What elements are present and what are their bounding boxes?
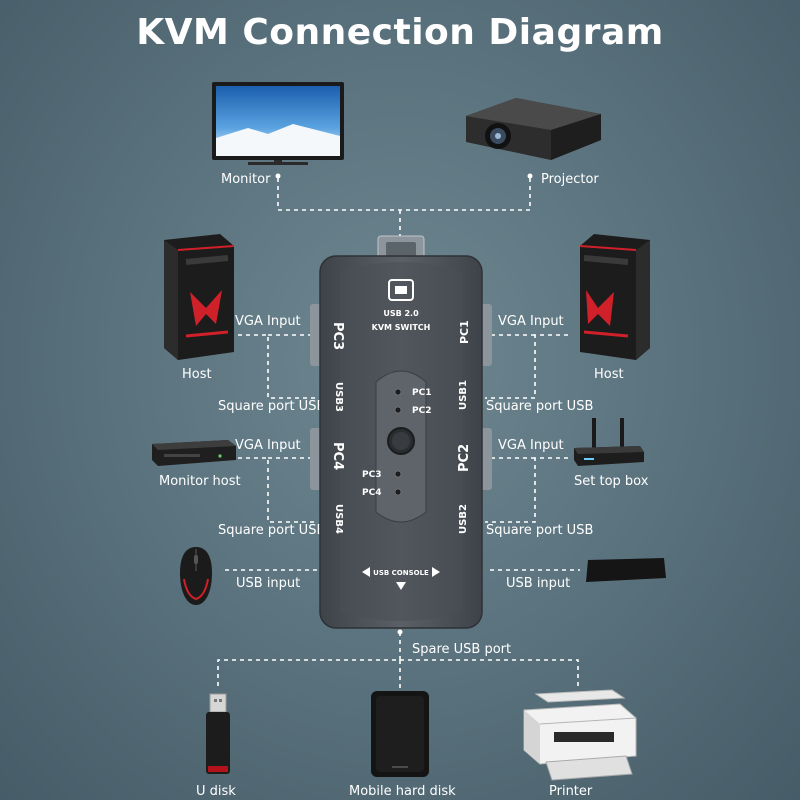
monitor-host-label: Monitor host bbox=[159, 474, 241, 489]
usb-console-label: USB CONSOLE bbox=[373, 569, 429, 577]
side-pc1-label: PC1 bbox=[458, 320, 471, 344]
set-top-box-label: Set top box bbox=[574, 474, 649, 489]
vga-input-label: VGA Input bbox=[498, 314, 564, 329]
usb2-label: USB2 bbox=[458, 504, 469, 534]
usb4-label: USB4 bbox=[333, 504, 344, 534]
host-right-label: Host bbox=[594, 367, 624, 382]
mobile-hard-disk-label: Mobile hard disk bbox=[349, 784, 456, 799]
side-pc2-label: PC2 bbox=[457, 444, 472, 472]
u-disk-icon bbox=[206, 693, 230, 774]
wire-udisk bbox=[217, 632, 401, 690]
wire-monitor-projector bbox=[277, 178, 531, 211]
vga-input-label: VGA Input bbox=[235, 314, 301, 329]
u-disk-label: U disk bbox=[196, 784, 236, 799]
wire-left-host bbox=[238, 334, 318, 399]
wire-printer bbox=[400, 659, 579, 690]
kvm-switch: USB 2.0 KVM SWITCH PC1 PC2 PC3 PC4 USB C… bbox=[310, 235, 492, 629]
usb-input-left-label: USB input bbox=[236, 576, 301, 591]
projector-label: Projector bbox=[541, 172, 599, 187]
printer-icon bbox=[523, 689, 637, 781]
keyboard-icon bbox=[586, 558, 666, 582]
switch-line1: USB 2.0 bbox=[383, 309, 419, 318]
square-usb-label: Square port USB bbox=[486, 399, 594, 414]
mouse-icon bbox=[180, 547, 212, 605]
host-tower-icon bbox=[579, 234, 650, 360]
switch-line2: KVM SWITCH bbox=[372, 323, 431, 332]
vga-input-label: VGA Input bbox=[498, 438, 564, 453]
square-usb-label: Square port USB bbox=[218, 399, 326, 414]
side-pc4-label: PC4 bbox=[330, 442, 345, 470]
set-top-box-icon bbox=[574, 418, 644, 466]
host-tower-icon bbox=[164, 234, 235, 360]
monitor-icon bbox=[212, 82, 344, 165]
vga-input-label: VGA Input bbox=[235, 438, 301, 453]
wire-left-monitor-host bbox=[238, 457, 318, 523]
spare-usb-label: Spare USB port bbox=[412, 642, 512, 657]
led-pc2-label: PC2 bbox=[412, 406, 431, 416]
wire-right-settop bbox=[485, 457, 568, 523]
printer-label: Printer bbox=[549, 784, 593, 799]
led-pc4-label: PC4 bbox=[362, 488, 381, 498]
side-pc3-label: PC3 bbox=[330, 322, 345, 350]
square-usb-label: Square port USB bbox=[486, 523, 594, 538]
led-pc3-label: PC3 bbox=[362, 470, 381, 480]
usb3-label: USB3 bbox=[333, 382, 344, 412]
usb1-label: USB1 bbox=[458, 380, 469, 410]
monitor-label: Monitor bbox=[221, 172, 271, 187]
page-title: KVM Connection Diagram bbox=[136, 12, 664, 53]
wire-right-host bbox=[485, 334, 568, 399]
projector-icon bbox=[466, 98, 601, 160]
mobile-hard-disk-icon bbox=[371, 691, 429, 777]
square-usb-label: Square port USB bbox=[218, 523, 326, 538]
led-pc1-label: PC1 bbox=[412, 388, 431, 398]
usb-input-right-label: USB input bbox=[506, 576, 571, 591]
host-left-label: Host bbox=[182, 367, 212, 382]
monitor-host-icon bbox=[152, 440, 236, 466]
